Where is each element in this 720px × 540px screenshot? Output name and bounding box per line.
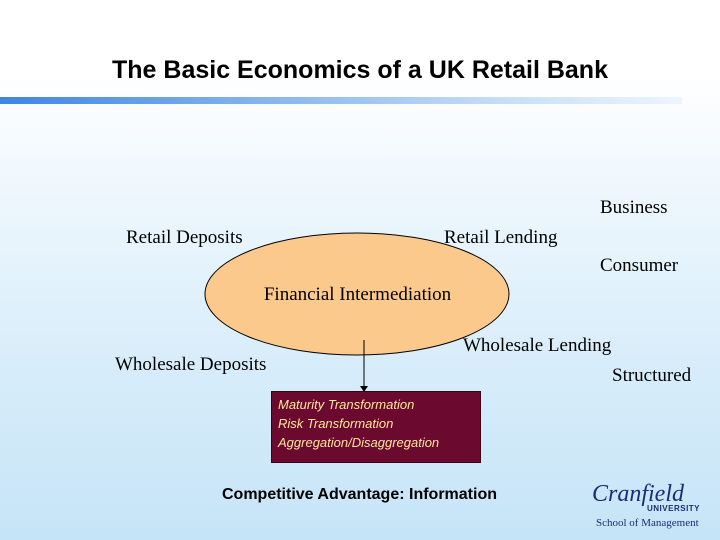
- footer-caption: Competitive Advantage: Information: [222, 486, 497, 503]
- label-business: Business: [600, 197, 668, 218]
- connector-arrowhead: [360, 386, 368, 392]
- label-consumer: Consumer: [600, 255, 679, 276]
- label-structured: Structured: [612, 365, 692, 386]
- label-wholesale-lending: Wholesale Lending: [463, 335, 612, 356]
- page-title: The Basic Economics of a UK Retail Bank: [112, 56, 608, 84]
- transformations-box: Maturity Transformation Risk Transformat…: [271, 391, 481, 463]
- logo-university: UNIVERSITY: [647, 504, 701, 513]
- title-underline: [0, 97, 682, 104]
- label-retail-lending: Retail Lending: [444, 227, 558, 248]
- transformation-item: Risk Transformation: [278, 416, 394, 431]
- center-label: Financial Intermediation: [263, 284, 452, 305]
- label-wholesale-deposits: Wholesale Deposits: [115, 354, 267, 375]
- transformation-item: Maturity Transformation: [278, 397, 415, 412]
- logo-wordmark: Cranfield: [592, 481, 685, 507]
- financial-intermediation-ellipse: [204, 232, 510, 356]
- logo-school: School of Management: [596, 517, 699, 529]
- label-retail-deposits: Retail Deposits: [126, 227, 243, 248]
- cranfield-logo: Cranfield UNIVERSITY School of Managemen…: [592, 481, 704, 529]
- transformation-item: Aggregation/Disaggregation: [278, 435, 440, 450]
